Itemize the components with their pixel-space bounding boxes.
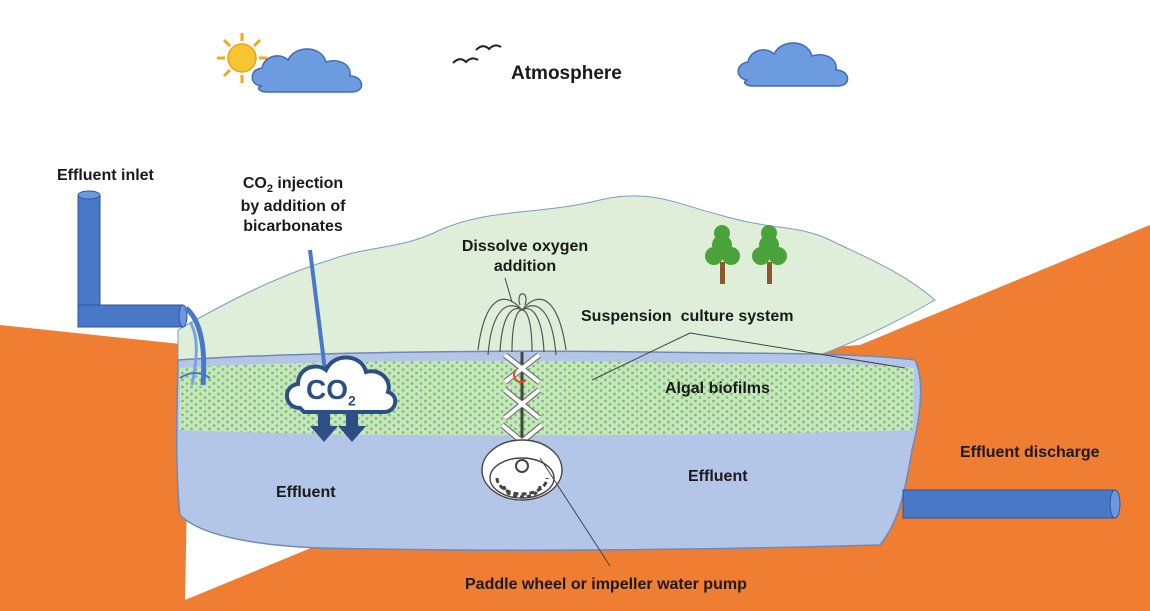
co2-cloud-icon <box>285 355 398 442</box>
cloud-icon-right <box>737 42 849 87</box>
paddle-wheel-icon <box>481 352 563 501</box>
effluent-discharge-label: Effluent discharge <box>960 444 1100 461</box>
atmosphere-label: Atmosphere <box>511 63 622 84</box>
effluent-inlet-pipe <box>77 190 211 386</box>
effluent-left-label: Effluent <box>276 484 336 501</box>
effluent-right-label: Effluent <box>688 468 748 485</box>
paddle-wheel-label: Paddle wheel or impeller water pump <box>465 576 747 593</box>
algal-biofilms-label: Algal biofilms <box>665 380 770 397</box>
co2-injection-tube <box>308 249 327 371</box>
effluent-inlet-label: Effluent inlet <box>57 167 154 184</box>
cloud-icon <box>251 48 363 93</box>
leader-lines <box>504 277 906 567</box>
suspension-culture-label: Suspension culture system <box>581 308 794 325</box>
tree-icon <box>705 225 787 284</box>
effluent-discharge-pipe <box>902 489 1121 519</box>
bird-icon <box>452 44 502 64</box>
dissolve-oxygen-label: Dissolve oxygen addition <box>461 238 589 275</box>
co2-injection-label: CO2 injection by addition of bicarbonate… <box>240 175 346 235</box>
co2-cloud-text: CO2 <box>306 374 356 409</box>
ground <box>0 325 190 611</box>
fountain-icon <box>477 293 567 356</box>
hill <box>177 195 936 361</box>
